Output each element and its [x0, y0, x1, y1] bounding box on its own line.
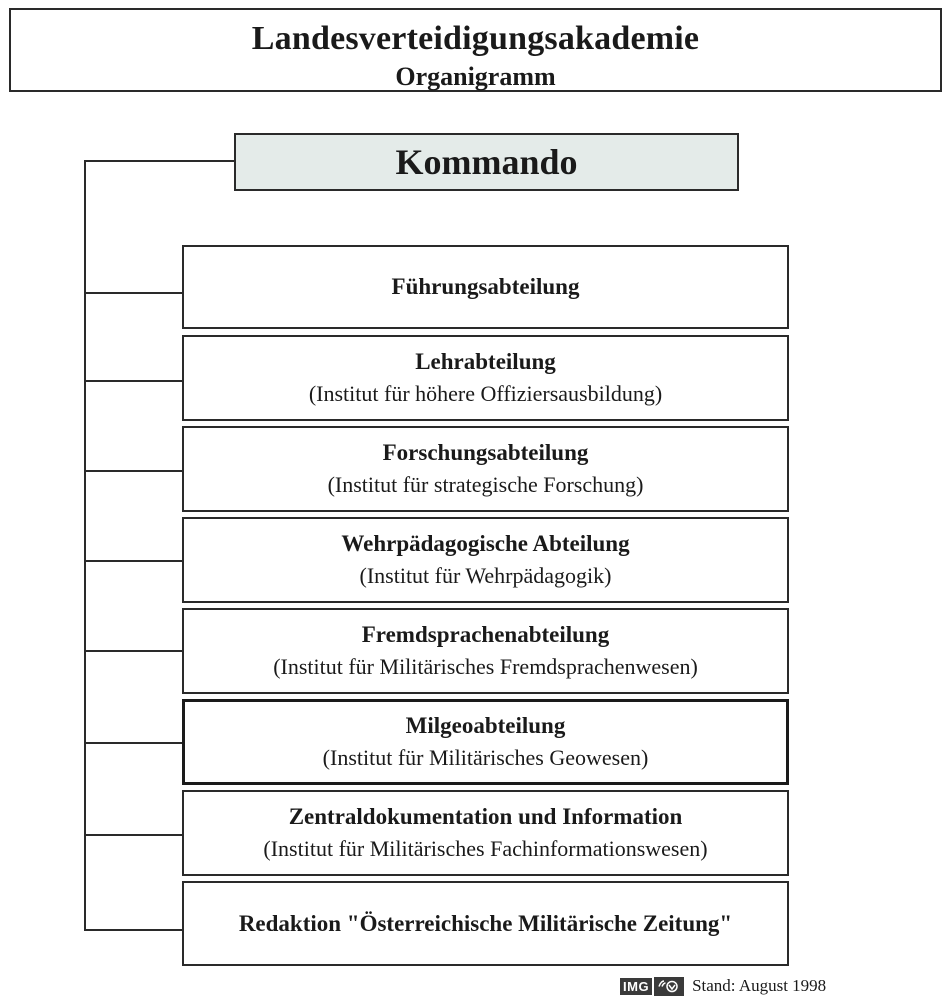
page-subtitle: Organigramm — [395, 62, 556, 91]
unit-name: Zentraldokumentation und Information — [288, 804, 683, 829]
unit-name: Wehrpädagogische Abteilung — [341, 531, 630, 556]
connector-branch — [84, 834, 182, 836]
page-title: Landesverteidigungsakademie — [251, 20, 700, 57]
unit-forschungsabteilung: Forschungsabteilung (Institut für strate… — [182, 426, 789, 512]
unit-institute: (Institut für Militärisches Geowesen) — [322, 745, 649, 770]
connector-branch — [84, 742, 182, 744]
unit-name: Lehrabteilung — [415, 349, 556, 374]
unit-wehrpaedagogische-abteilung: Wehrpädagogische Abteilung (Institut für… — [182, 517, 789, 603]
unit-institute: (Institut für Wehrpädagogik) — [359, 563, 612, 588]
unit-redaktion-omz: Redaktion "Österreichische Militärische … — [182, 881, 789, 966]
unit-lehrabteilung: Lehrabteilung (Institut für höhere Offiz… — [182, 335, 789, 421]
connector-branch — [84, 929, 182, 931]
unit-name: Redaktion "Österreichische Militärische … — [238, 910, 733, 936]
unit-institute: (Institut für strategische Forschung) — [327, 472, 644, 497]
header-box: Landesverteidigungsakademie Organigramm — [9, 8, 942, 92]
stand-date: Stand: August 1998 — [692, 976, 827, 995]
kommando-label: Kommando — [395, 142, 578, 182]
img-logo: IMG — [620, 977, 653, 995]
footer: IMG Stand: August 1998 — [620, 974, 826, 998]
connector-branch — [84, 560, 182, 562]
kommando-box: Kommando — [234, 133, 739, 191]
unit-institute: (Institut für höhere Offiziersausbildung… — [308, 381, 663, 406]
connector-branch — [84, 470, 182, 472]
img-emblem-icon — [654, 976, 685, 996]
unit-fuehrungsabteilung: Führungsabteilung — [182, 245, 789, 329]
connector-branch — [84, 292, 182, 294]
unit-institute: (Institut für Militärisches Fachinformat… — [263, 836, 708, 861]
unit-fremdsprachenabteilung: Fremdsprachenabteilung (Institut für Mil… — [182, 608, 789, 694]
unit-name: Milgeoabteilung — [405, 713, 566, 738]
unit-institute: (Institut für Militärisches Fremdsprache… — [273, 654, 698, 679]
unit-name: Fremdsprachenabteilung — [361, 622, 610, 647]
unit-zentraldokumentation: Zentraldokumentation und Information (In… — [182, 790, 789, 876]
unit-milgeoabteilung: Milgeoabteilung (Institut für Militärisc… — [182, 699, 789, 785]
unit-name: Führungsabteilung — [391, 274, 580, 299]
connector-branch — [84, 650, 182, 652]
connector-branch — [84, 380, 182, 382]
connector-kommando — [84, 160, 234, 162]
connector-trunk — [84, 160, 86, 931]
unit-name: Forschungsabteilung — [382, 440, 589, 465]
